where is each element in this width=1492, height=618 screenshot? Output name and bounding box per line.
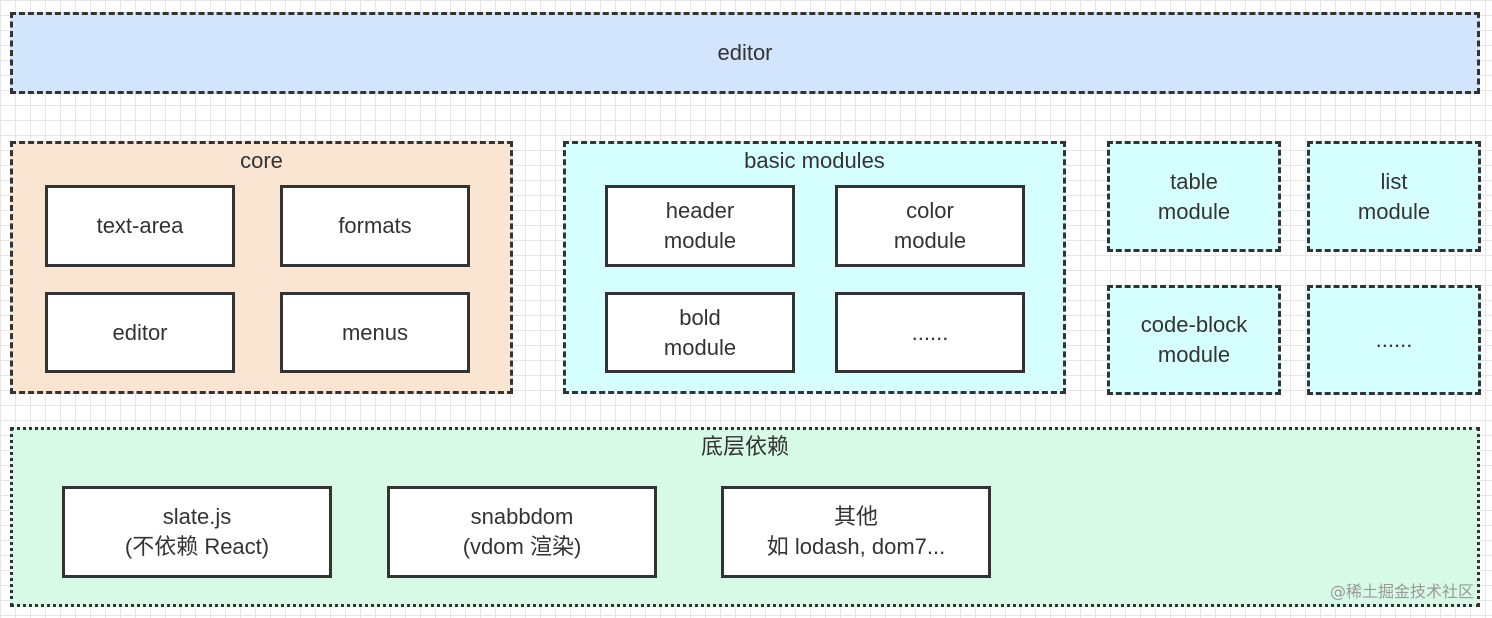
basic-module-color: color module [835,185,1025,267]
more-modules: ...... [1307,285,1481,395]
watermark: @稀土掘金技术社区 [1329,582,1474,601]
list-module: list module [1307,141,1481,252]
core-title: core [240,148,283,173]
core-item-menus: menus [280,292,470,373]
core-item-text-area: text-area [45,185,235,267]
dependency-slate: slate.js (不依赖 React) [62,486,332,578]
editor-layer: editor [10,12,1480,94]
dependency-others: 其他 如 lodash, dom7... [721,486,991,578]
dependency-snabbdom: snabbdom (vdom 渲染) [387,486,657,578]
basic-module-more: ...... [835,292,1025,373]
basic-module-header: header module [605,185,795,267]
basic-module-bold: bold module [605,292,795,373]
table-module: table module [1107,141,1281,252]
editor-layer-label: editor [717,40,773,65]
basic-modules-title: basic modules [744,148,885,173]
core-item-editor: editor [45,292,235,373]
dependencies-title: 底层依赖 [700,434,789,459]
code-block-module: code-block module [1107,285,1281,395]
core-item-formats: formats [280,185,470,267]
